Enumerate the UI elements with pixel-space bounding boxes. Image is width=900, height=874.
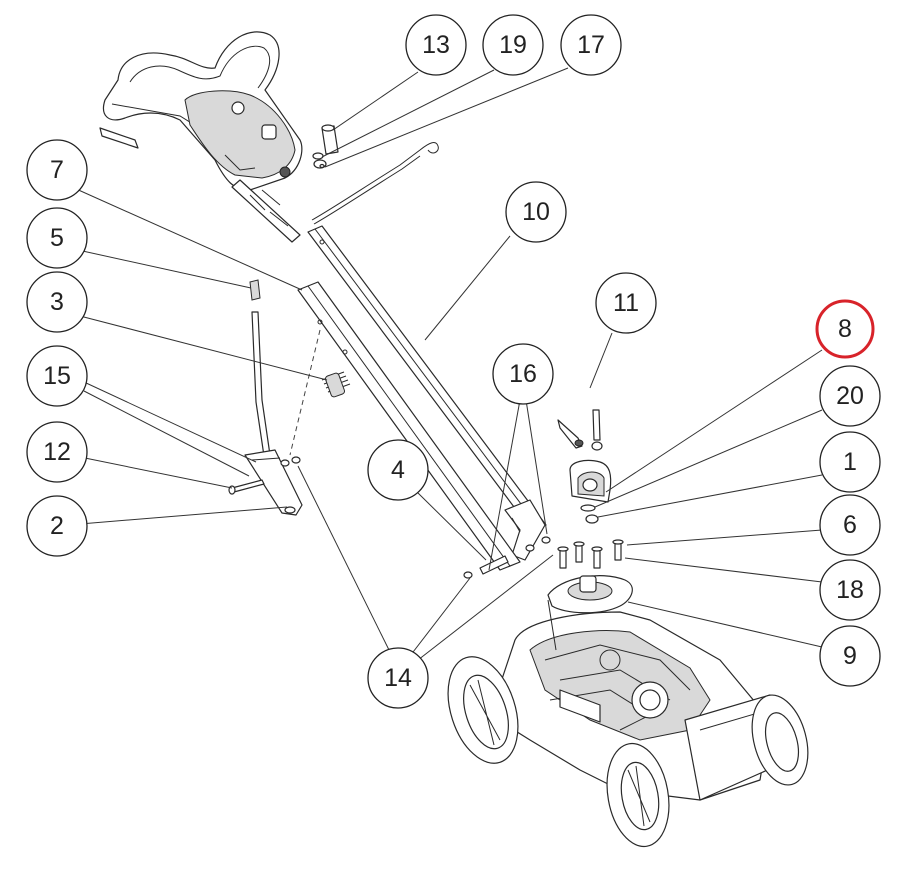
callout-label: 9 [843, 642, 857, 670]
callout-label: 7 [50, 156, 64, 184]
callout-label: 14 [384, 664, 412, 692]
control-wire [311, 142, 439, 221]
cable-end-parts [557, 409, 603, 451]
callout-9: 9 [819, 625, 881, 687]
pivot-block [569, 459, 612, 503]
callout-11: 11 [595, 272, 657, 334]
callout-label: 18 [836, 576, 864, 604]
callout-14: 14 [367, 647, 429, 709]
callout-4: 4 [367, 439, 429, 501]
callout-5: 5 [26, 207, 88, 269]
pin-hardware [463, 536, 551, 579]
callout-label: 12 [43, 438, 71, 466]
callout-label: 10 [522, 198, 550, 226]
callout-label: 13 [422, 31, 450, 59]
callout-label: 11 [613, 289, 639, 317]
callout-15: 15 [26, 345, 88, 407]
handle-assembly [99, 31, 303, 243]
callout-17: 17 [560, 14, 622, 76]
callout-3: 3 [26, 271, 88, 333]
callout-18: 18 [819, 559, 881, 621]
middle-handle-tube [297, 281, 521, 571]
callout-1: 1 [819, 431, 881, 493]
callout-6: 6 [819, 494, 881, 556]
callout-label: 20 [836, 382, 864, 410]
callout-label: 5 [50, 224, 64, 252]
callout-13: 13 [405, 14, 467, 76]
callout-label: 8 [838, 315, 852, 343]
callout-label: 17 [577, 31, 605, 59]
leader-lines [73, 67, 823, 661]
callout-label: 15 [43, 362, 71, 390]
callout-label: 16 [509, 360, 537, 388]
callout-label: 3 [50, 288, 64, 316]
mower-body [447, 599, 809, 848]
washer-1 [585, 514, 599, 524]
callout-10: 10 [505, 181, 567, 243]
callout-2: 2 [26, 495, 88, 557]
callout-16: 16 [492, 343, 554, 405]
callout-19: 19 [482, 14, 544, 76]
callout-label: 19 [499, 31, 527, 59]
callout-8-highlighted: 8 [815, 299, 875, 359]
callout-label: 1 [843, 448, 857, 476]
knob-part [249, 279, 261, 301]
callout-label: 4 [391, 456, 405, 484]
callout-12: 12 [26, 421, 88, 483]
base-plate [547, 575, 633, 614]
spring-part [321, 371, 351, 398]
callout-20: 20 [819, 365, 881, 427]
callout-label: 6 [843, 511, 857, 539]
callout-label: 2 [50, 512, 64, 540]
handle-hardware [312, 124, 339, 169]
callout-7: 7 [26, 139, 88, 201]
washer-20 [580, 504, 596, 512]
lever-assembly [228, 311, 321, 516]
bolts [557, 539, 624, 569]
